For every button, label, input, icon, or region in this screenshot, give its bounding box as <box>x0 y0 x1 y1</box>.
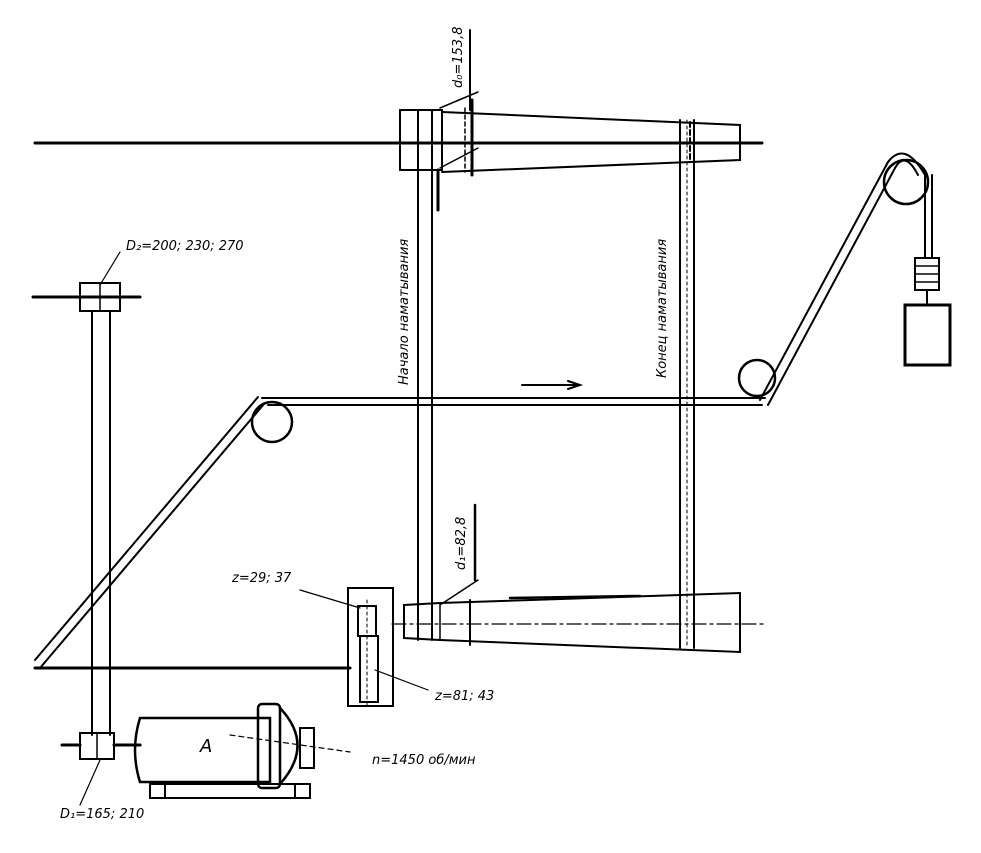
lower-drum-dia-label: d₁=82,8 <box>455 517 468 570</box>
end-winding-label: Конец наматывания <box>656 239 669 378</box>
motor-mark: A <box>200 738 212 756</box>
right-pulley <box>739 360 775 396</box>
motor-speed-label: n=1450 об/мин <box>372 754 475 767</box>
d1-label: D₁=165; 210 <box>60 808 144 821</box>
end-winding-guide <box>680 120 694 648</box>
left-pulley <box>252 402 292 442</box>
upper-drum-dia-label: d₀=153,8 <box>452 26 465 88</box>
d2-label: D₂=200; 230; 270 <box>126 240 244 253</box>
top-pulley <box>884 160 928 204</box>
wire-path <box>35 154 932 668</box>
z-small-label: z=81; 43 <box>435 690 494 703</box>
start-winding-label: Начало наматывания <box>398 239 411 385</box>
start-winding-guide <box>418 110 438 640</box>
arrow-right-icon <box>522 381 580 389</box>
z-large-label: z=29; 37 <box>232 572 291 585</box>
tension-weight <box>905 258 950 365</box>
electric-motor <box>120 704 350 798</box>
